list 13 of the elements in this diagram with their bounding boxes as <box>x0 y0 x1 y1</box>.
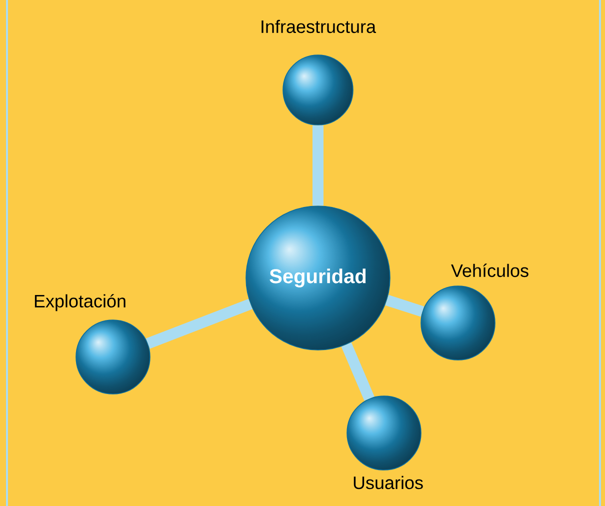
connector-rod <box>341 342 374 401</box>
connector-rod <box>312 125 324 206</box>
sphere-node: Explotación <box>34 294 150 394</box>
node-label: Explotación <box>34 294 126 312</box>
node-label: Infraestructura <box>262 20 376 34</box>
node-label: Vehículos <box>451 264 528 278</box>
sphere-node: Vehículos <box>420 264 528 360</box>
node-label: Usuarios <box>354 476 423 490</box>
sphere-node: Infraestructura <box>262 20 376 126</box>
sphere-node: Seguridad <box>246 206 390 350</box>
connector-rod <box>146 298 252 349</box>
sphere-node: Usuarios <box>346 396 423 490</box>
connector-rod <box>385 294 424 317</box>
